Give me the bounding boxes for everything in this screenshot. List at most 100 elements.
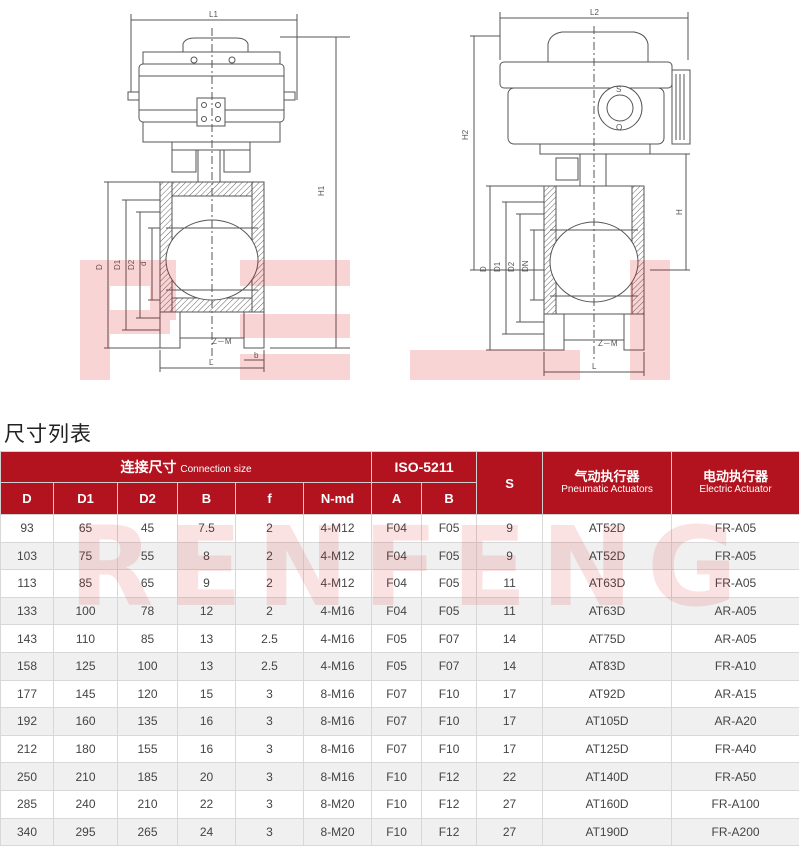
table-cell: 55: [117, 541, 178, 571]
table-cell: F10: [421, 679, 478, 709]
table-cell: FR-A200: [671, 817, 799, 847]
col-header-f: f: [235, 482, 304, 515]
dim-d-right-label: D: [479, 266, 488, 272]
table-cell: 133: [0, 596, 54, 626]
table-cell: 285: [0, 789, 54, 819]
table-cell: 22: [476, 762, 544, 791]
electric-cn: 电动执行器: [703, 469, 769, 484]
col-header-b: B: [177, 482, 236, 515]
table-cell: 8-M20: [302, 817, 373, 847]
table-cell: AR-A20: [671, 707, 799, 736]
table-cell: 8-M16: [302, 707, 373, 736]
electric-en: Electric Actuator: [699, 484, 772, 495]
table-cell: 93: [0, 514, 54, 543]
table-cell: AR-A15: [671, 679, 799, 709]
table-cell: 2: [235, 514, 304, 543]
table-cell: F07: [371, 707, 423, 736]
table-cell: 295: [53, 817, 118, 847]
table-cell: 17: [476, 734, 544, 764]
dim-h-label: H: [675, 209, 684, 215]
table-cell: 13: [177, 651, 236, 681]
table-cell: F07: [371, 734, 423, 764]
col-header-iso-b: B: [421, 482, 478, 515]
table-cell: 100: [53, 596, 118, 626]
table-cell: F05: [421, 569, 478, 598]
table-cell: AR-A05: [671, 624, 799, 653]
pneumatic-valve-drawing: [104, 14, 350, 372]
dim-l1-label: L1: [209, 10, 218, 19]
table-cell: AT63D: [542, 596, 673, 626]
table-cell: 4-M12: [302, 569, 373, 598]
table-cell: AT92D: [542, 679, 673, 709]
dim-small-d-label: d: [139, 262, 148, 266]
table-cell: 14: [476, 624, 544, 653]
dim-h2-label: H2: [461, 129, 470, 140]
table-cell: F07: [421, 624, 478, 653]
table-cell: 9: [476, 514, 544, 543]
table-cell: 185: [117, 762, 178, 791]
table-cell: FR-A50: [671, 762, 799, 791]
table-cell: 240: [53, 789, 118, 819]
table-cell: FR-A05: [671, 541, 799, 571]
dim-zm-label: Z－M: [212, 337, 232, 346]
dim-dn-label: DN: [521, 260, 530, 272]
table-cell: 3: [235, 762, 304, 791]
table-cell: 8: [177, 541, 236, 571]
table-cell: F04: [371, 596, 423, 626]
table-cell: F07: [421, 651, 478, 681]
table-cell: 12: [177, 596, 236, 626]
table-cell: 3: [235, 707, 304, 736]
table-cell: 210: [117, 789, 178, 819]
table-cell: F05: [371, 624, 423, 653]
dim-l-right-label: L: [592, 362, 597, 371]
table-cell: 3: [235, 789, 304, 819]
table-cell: 8-M16: [302, 679, 373, 709]
table-cell: 110: [53, 624, 118, 653]
electric-valve-drawing: [470, 12, 691, 376]
table-cell: F05: [371, 651, 423, 681]
table-cell: 160: [53, 707, 118, 736]
table-cell: F12: [421, 789, 478, 819]
table-cell: 2.5: [235, 624, 304, 653]
dim-b-label: b: [254, 351, 259, 360]
table-cell: F10: [421, 734, 478, 764]
iso-header: ISO-5211: [371, 451, 478, 483]
table-cell: 4-M16: [302, 651, 373, 681]
table-cell: AT52D: [542, 514, 673, 543]
dimension-table: 连接尺寸 Connection size ISO-5211 S 气动执行器 Pn…: [0, 451, 799, 847]
table-cell: 75: [53, 541, 118, 571]
table-cell: 113: [0, 569, 54, 598]
dim-d1-label: D1: [113, 259, 122, 270]
dim-d1-right-label: D1: [493, 261, 502, 272]
table-cell: 4-M12: [302, 541, 373, 571]
table-cell: FR-A100: [671, 789, 799, 819]
table-cell: 17: [476, 679, 544, 709]
s-header: S: [476, 451, 544, 515]
table-cell: 250: [0, 762, 54, 791]
pneumatic-cn: 气动执行器: [574, 469, 640, 484]
table-cell: 65: [117, 569, 178, 598]
dim-h1-label: H1: [317, 185, 326, 196]
valve-technical-drawing: L1 H1 D D1 D2 d L b Z－M: [95, 8, 691, 376]
col-header-d: D: [0, 482, 54, 515]
table-cell: 15: [177, 679, 236, 709]
table-cell: 16: [177, 734, 236, 764]
table-cell: 85: [53, 569, 118, 598]
table-cell: F05: [421, 596, 478, 626]
brand-watermark-logo: [80, 260, 670, 380]
table-cell: 27: [476, 789, 544, 819]
table-cell: 14: [476, 651, 544, 681]
table-cell: F10: [371, 762, 423, 791]
table-cell: 265: [117, 817, 178, 847]
table-cell: 100: [117, 651, 178, 681]
table-cell: 78: [117, 596, 178, 626]
table-cell: F04: [371, 541, 423, 571]
table-cell: 11: [476, 569, 544, 598]
table-cell: 4-M12: [302, 514, 373, 543]
table-cell: 3: [235, 817, 304, 847]
